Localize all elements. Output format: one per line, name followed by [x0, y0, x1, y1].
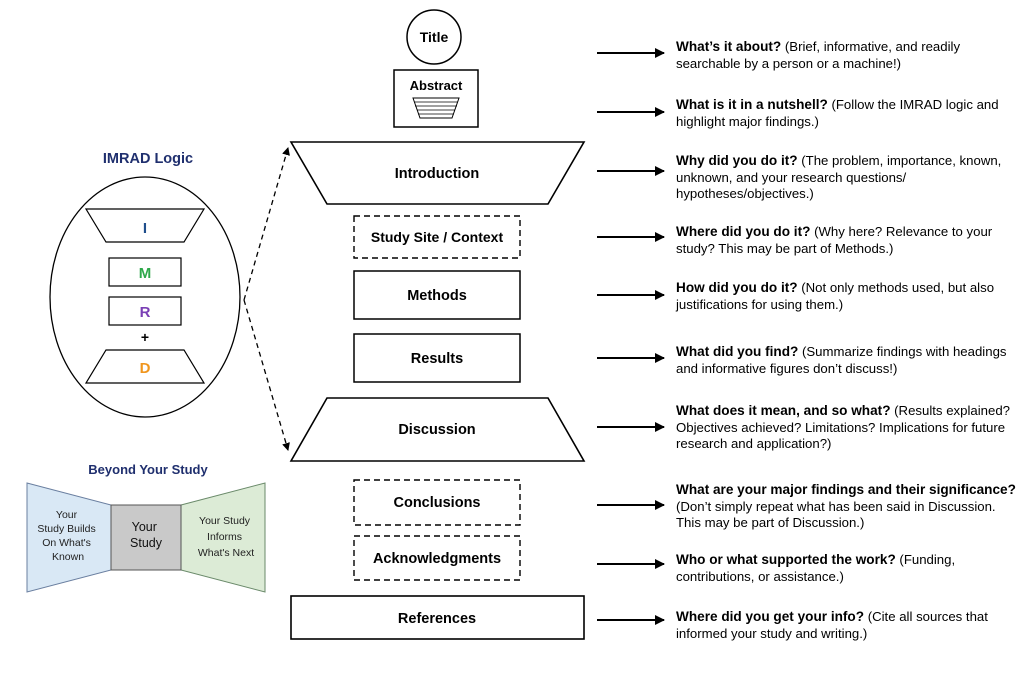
desc-methods-question: How did you do it?	[676, 280, 798, 295]
methods-box	[353, 270, 521, 320]
desc-acknowledgments: Who or what supported the work? (Funding…	[676, 552, 1016, 585]
desc-acknowledgments-question: Who or what supported the work?	[676, 552, 896, 567]
imrad-i-letter: I	[143, 220, 147, 237]
beyond-study-title: Beyond Your Study	[88, 462, 208, 477]
abstract-thumbnail-icon	[412, 97, 460, 119]
desc-methods: How did you do it? (Not only methods use…	[676, 280, 1016, 313]
desc-methods-detail: (Not only methods used, but also justifi…	[676, 280, 995, 312]
introduction-label: Introduction	[395, 166, 480, 182]
desc-study-site: Where did you do it? (Why here? Relevanc…	[676, 224, 1016, 257]
imrad-r-box	[108, 296, 182, 326]
desc-abstract-question: What is it in a nutshell?	[676, 97, 828, 112]
imrad-plus-sign: +	[141, 329, 149, 345]
acknowledgments-box	[353, 535, 521, 581]
desc-introduction-question: Why did you do it?	[676, 153, 798, 168]
title-label: Title	[420, 29, 449, 45]
desc-study-site-question: Where did you do it?	[676, 224, 811, 239]
references-label: References	[398, 611, 476, 627]
desc-introduction-detail: (The problem, importance, known, unknown…	[676, 153, 1002, 202]
results-box	[353, 333, 521, 383]
desc-title: What’s it about? (Brief, informative, an…	[676, 39, 1016, 72]
desc-results-detail: (Summarize findings with headings and in…	[676, 344, 1007, 376]
beyond-left-text: Your Study Builds On What's Known	[37, 509, 98, 563]
desc-abstract: What is it in a nutshell? (Follow the IM…	[676, 97, 1016, 130]
desc-references-detail: (Cite all sources that informed your stu…	[676, 609, 988, 641]
results-label: Results	[411, 351, 463, 367]
desc-references-question: Where did you get your info?	[676, 609, 865, 624]
desc-conclusions: What are your major findings and their s…	[676, 482, 1016, 532]
title-circle	[406, 9, 462, 65]
imrad-m-letter: M	[139, 265, 152, 282]
abstract-label: Abstract	[410, 78, 463, 93]
introduction-shape	[289, 141, 586, 205]
references-box	[290, 595, 585, 640]
discussion-shape	[289, 397, 586, 462]
imrad-logic-title: IMRAD Logic	[103, 151, 193, 167]
desc-abstract-detail: (Follow the IMRAD logic and highlight ma…	[676, 97, 999, 129]
desc-introduction: Why did you do it? (The problem, importa…	[676, 153, 1016, 203]
study-site-box	[353, 215, 521, 259]
imrad-d-shape	[84, 349, 206, 384]
desc-study-site-detail: (Why here? Relevance to your study? This…	[676, 224, 993, 256]
imrad-d-letter: D	[140, 360, 151, 377]
desc-discussion-question: What does it mean, and so what?	[676, 403, 891, 418]
desc-conclusions-question: What are your major findings and their s…	[676, 482, 1016, 497]
beyond-center-text: Your Study	[130, 520, 163, 550]
imrad-r-letter: R	[140, 304, 151, 321]
study-site-label: Study Site / Context	[371, 229, 504, 245]
desc-acknowledgments-detail: (Funding, contributions, or assistance.)	[676, 552, 956, 584]
desc-title-question: What’s it about?	[676, 39, 782, 54]
imrad-m-box	[108, 257, 182, 287]
beyond-right-text: Your Study Informs What's Next	[198, 515, 254, 559]
discussion-label: Discussion	[398, 422, 475, 438]
desc-references: Where did you get your info? (Cite all s…	[676, 609, 1016, 642]
methods-label: Methods	[407, 288, 467, 304]
desc-results-question: What did you find?	[676, 344, 799, 359]
desc-conclusions-detail: (Don’t simply repeat what has been said …	[676, 498, 996, 531]
conclusions-label: Conclusions	[393, 495, 480, 511]
desc-results: What did you find? (Summarize findings w…	[676, 344, 1016, 377]
desc-discussion-detail: (Results explained? Objectives achieved?…	[676, 403, 1010, 452]
imrad-i-shape	[84, 208, 206, 243]
acknowledgments-label: Acknowledgments	[373, 551, 501, 567]
expand-arrow-up	[243, 147, 290, 301]
conclusions-box	[353, 479, 521, 526]
expand-arrow-down	[243, 299, 290, 451]
desc-discussion: What does it mean, and so what? (Results…	[676, 403, 1016, 453]
beyond-center-box	[110, 504, 182, 571]
desc-title-detail: (Brief, informative, and readily searcha…	[676, 39, 961, 71]
